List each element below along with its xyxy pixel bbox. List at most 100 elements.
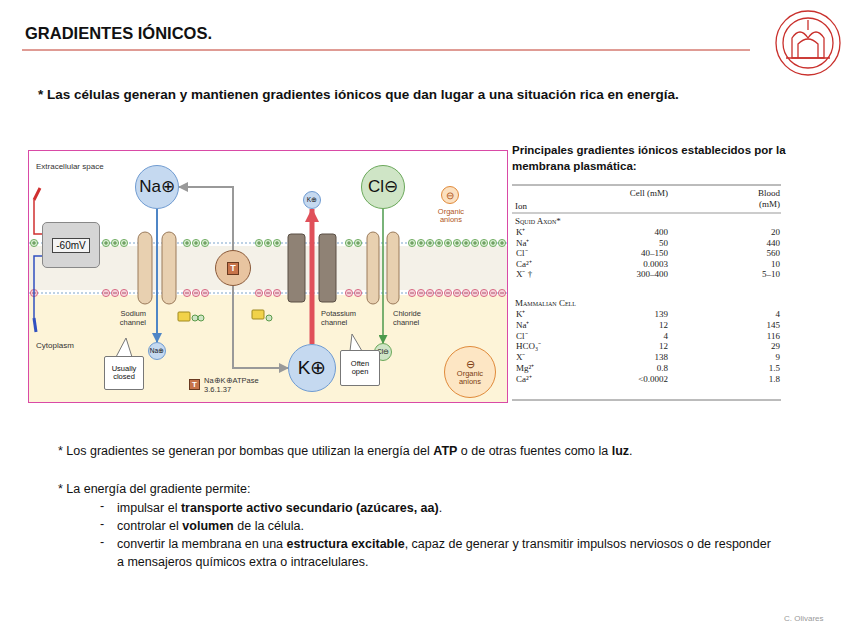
- positive-charge: [120, 239, 127, 246]
- membrane: [29, 246, 507, 290]
- cytoplasm-region: [29, 295, 507, 402]
- positive-charge: [183, 239, 190, 246]
- table-cell: 12: [598, 341, 668, 351]
- bullet-text: impulsar el: [117, 501, 177, 515]
- negative-charge: [408, 289, 415, 296]
- table-cell: 400: [598, 227, 668, 237]
- negative-charge: [192, 289, 199, 296]
- node-text: Often open: [343, 360, 377, 377]
- table-cell: Cl⁻: [516, 248, 528, 258]
- negative-charge: [264, 289, 271, 296]
- ion-circle: Na⊕: [135, 165, 179, 209]
- bullet-paragraph: * Los gradientes se generan por bombas q…: [58, 442, 818, 460]
- positive-charge: [266, 241, 270, 245]
- positive-charge: [426, 239, 433, 246]
- table-header: Blood (mM): [740, 188, 780, 210]
- table-cell: K⁺: [516, 309, 526, 319]
- table-cell: 4: [598, 331, 668, 341]
- legend-swatch-letter: T: [189, 379, 200, 390]
- negative-charge: [257, 293, 261, 294]
- positive-charge: [113, 241, 117, 245]
- table-cell: 560: [710, 248, 780, 258]
- bullet-text: controlar el: [117, 519, 179, 533]
- negative-charge: [471, 289, 478, 296]
- intro-text: * Las células generan y mantienen gradie…: [38, 87, 679, 103]
- positive-charge: [30, 239, 37, 246]
- bold-text: estructura excitable: [287, 537, 405, 551]
- positive-charge: [489, 239, 496, 246]
- table-cell: Ca²⁺: [516, 259, 532, 269]
- table-section: Mammalian Cell: [515, 298, 576, 308]
- table-header: Ion: [515, 201, 527, 211]
- negative-charge: [345, 289, 352, 296]
- bullet-text: * Los gradientes se generan por bombas q…: [58, 444, 430, 458]
- positive-charge: [185, 241, 189, 245]
- positive-charge: [453, 239, 460, 246]
- negative-charge: [453, 289, 460, 296]
- membrane: [29, 239, 507, 296]
- positive-charge: [120, 239, 127, 246]
- chloride-channel: [367, 232, 379, 304]
- negative-charge: [203, 293, 207, 294]
- negative-charge: [185, 293, 189, 294]
- negative-charge: [201, 289, 208, 296]
- negative-charge: [498, 289, 505, 296]
- node-text: Na⊕: [150, 347, 164, 354]
- negative-charge: [417, 289, 424, 296]
- positive-charge: [417, 239, 424, 246]
- table-cell: 10: [710, 259, 780, 269]
- positive-charge: [491, 241, 495, 245]
- negative-charge: [275, 293, 279, 294]
- callout-pointer: [116, 338, 132, 357]
- positive-charge: [500, 241, 504, 245]
- ion-circle-small: Na⊕: [148, 342, 166, 360]
- substrate-symbol: [198, 315, 204, 321]
- voltmeter-wires: [34, 200, 42, 234]
- voltmeter: -60mV: [42, 222, 100, 268]
- connector-arrow: [310, 209, 315, 344]
- bullet-dash: -: [100, 517, 104, 531]
- pump: T: [215, 250, 251, 286]
- table-rule: [512, 185, 781, 400]
- positive-charge: [354, 239, 361, 246]
- legend-text: Na⊕K⊕ATPase 3.6.1.37: [204, 377, 268, 394]
- positive-charge: [255, 239, 262, 246]
- chloride-channel: [387, 232, 399, 304]
- negative-charge: [183, 289, 190, 296]
- negative-charge: [347, 293, 351, 294]
- negative-charge: [255, 289, 262, 296]
- substrate-symbol: [192, 315, 198, 321]
- potassium-channel: [319, 234, 336, 302]
- positive-charge: [102, 239, 109, 246]
- positive-charge: [426, 239, 433, 246]
- table-cell: 116: [710, 331, 780, 341]
- negative-charge: [498, 289, 505, 296]
- bullet-paragraph: * La energía del gradiente permite:: [58, 480, 758, 498]
- positive-charge: [104, 241, 108, 245]
- positive-charge: [275, 241, 279, 245]
- ion-circle: K⊕: [288, 344, 336, 392]
- slide-title: GRADIENTES IÓNICOS.: [25, 24, 212, 43]
- table-cell: 440: [710, 238, 780, 248]
- voltmeter-wires: [34, 318, 36, 332]
- negative-charge: [111, 289, 118, 296]
- table-cell: 1.5: [710, 363, 780, 373]
- bullet-text: * La energía del gradiente permite:: [58, 482, 251, 496]
- negative-charge: [489, 289, 496, 296]
- negative-charge: [255, 289, 262, 296]
- positive-charge: [255, 239, 262, 246]
- bullet-paragraph: controlar elvolumende la célula.: [117, 517, 787, 535]
- connector-arrow: [233, 286, 288, 368]
- positive-charge: [480, 239, 487, 246]
- bullet-text: .: [629, 444, 632, 458]
- node-text: Cl⊖: [368, 178, 398, 197]
- positive-charge: [498, 239, 505, 246]
- negative-charge: [120, 289, 127, 296]
- table-cell: Ca²⁺: [516, 374, 532, 384]
- negative-charge: [437, 293, 441, 294]
- table-cell: 1.8: [710, 374, 780, 384]
- positive-charge: [347, 241, 351, 245]
- negative-charge: [183, 289, 190, 296]
- figure-frame: Extracellular spaceCytoplasmNa⊕-60mVTK⊕C…: [28, 150, 508, 403]
- positive-charge: [408, 239, 415, 246]
